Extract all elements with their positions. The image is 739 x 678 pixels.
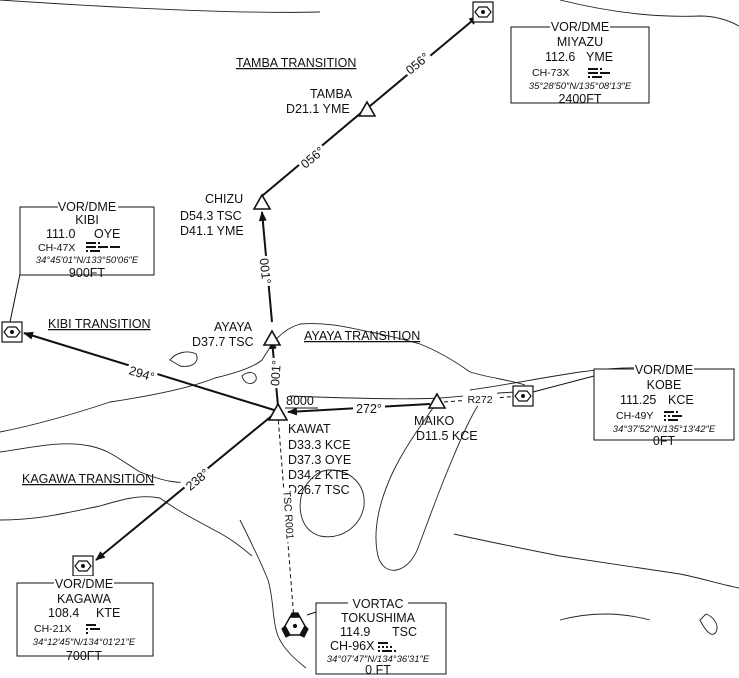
morse-code-icon (86, 242, 120, 252)
fix-kawat-altitude: 8000 (286, 394, 314, 408)
kagawa-name: KAGAWA (57, 592, 112, 606)
navaid-box-kibi: VOR/DME KIBI 111.0 OYE CH-47X 34°45′01″N… (19, 200, 155, 280)
kobe-elevation: 0FT (653, 434, 676, 448)
tamba-transition-title: TAMBA TRANSITION (236, 56, 356, 70)
kagawa-ident: KTE (96, 606, 120, 620)
kibi-transition-title: KIBI TRANSITION (48, 317, 151, 331)
leader-kobe (532, 375, 595, 393)
fix-ayaya-triangle (262, 329, 282, 346)
vor-dme-miyazu-icon (472, 1, 494, 23)
kagawa-channel: CH-21X (34, 623, 71, 635)
tokushima-channel: CH-96X (330, 639, 375, 653)
fix-kawat-dist-1: D33.3 KCE (288, 438, 351, 452)
navaid-box-tokushima: VORTAC TOKUSHIMA 114.9 TSC CH-96X 34°07′… (315, 596, 447, 677)
kibi-ident: OYE (94, 227, 120, 241)
fix-maiko-triangle (427, 392, 447, 409)
vor-dme-kibi-icon (1, 321, 23, 343)
miyazu-freq: 112.6 (545, 50, 575, 64)
miyazu-name: MIYAZU (557, 35, 603, 49)
tokushima-freq: 114.9 (340, 625, 370, 639)
fix-maiko-name: MAIKO (414, 414, 455, 428)
morse-code-icon (664, 411, 682, 421)
fix-ayaya-dist-1: D37.7 TSC (192, 335, 254, 349)
fix-tamba-dist-1: D21.1 YME (286, 102, 350, 116)
kagawa-coords: 34°12′45″N/134°01′21″E (33, 637, 136, 648)
kagawa-transition-title: KAGAWA TRANSITION (22, 472, 154, 486)
radial-tokushima (277, 415, 295, 621)
fix-kawat-dist-2: D37.3 OYE (288, 453, 351, 467)
fix-kawat-dist-4: D26.7 TSC (288, 483, 350, 497)
fix-chizu-dist-2: D41.1 YME (180, 224, 244, 238)
fix-kawat-name: KAWAT (288, 422, 331, 436)
kibi-freq: 111.0 (46, 227, 75, 241)
tokushima-coords: 34°07′47″N/134°36′31″E (327, 654, 430, 665)
course-kawat-ayaya: 001° (268, 360, 284, 387)
miyazu-elevation: 2400FT (558, 92, 601, 106)
vor-dme-kagawa-icon (72, 555, 94, 577)
morse-code-icon (378, 642, 396, 652)
fix-tamba-triangle (357, 100, 377, 117)
course-kawat-kibi: 294° (127, 363, 156, 384)
kobe-coords: 34°37′52″N/135°13′42″E (613, 424, 716, 435)
kibi-channel: CH-47X (38, 242, 75, 254)
fix-tamba-name: TAMBA (310, 87, 353, 101)
miyazu-type: VOR/DME (551, 20, 609, 34)
radial-tokushima-label: TSC R001 (280, 490, 295, 540)
navaid-symbols (1, 1, 534, 638)
kibi-coords: 34°45′01″N/133°50′06″E (36, 255, 139, 266)
tokushima-name: TOKUSHIMA (341, 611, 416, 625)
kibi-name: KIBI (75, 213, 99, 227)
navaid-box-miyazu: VOR/DME MIYAZU 112.6 YME CH-73X 35°28′50… (510, 20, 650, 106)
tokushima-ident: TSC (392, 625, 417, 639)
course-maiko-kawat: 272° (356, 402, 382, 416)
kobe-channel: CH-49Y (616, 410, 653, 422)
miyazu-ident: YME (586, 50, 613, 64)
fix-ayaya-name: AYAYA (214, 320, 253, 334)
kagawa-elevation: 700FT (66, 649, 102, 663)
fix-maiko-dist-1: D11.5 KCE (416, 429, 478, 443)
fix-kawat-dist-3: D34.2 KTE (288, 468, 349, 482)
kibi-elevation: 900FT (69, 266, 105, 280)
radial-kobe-label: R272 (467, 394, 492, 406)
fix-chizu-dist-1: D54.3 TSC (180, 209, 242, 223)
ayaya-transition-title: AYAYA TRANSITION (304, 329, 420, 343)
kagawa-freq: 108.4 (48, 606, 79, 620)
tokushima-type: VORTAC (353, 597, 404, 611)
morse-code-icon (86, 624, 100, 634)
course-ayaya-chizu: 001° (257, 258, 274, 285)
kagawa-type: VOR/DME (55, 577, 113, 591)
kibi-type: VOR/DME (58, 200, 116, 214)
kobe-name: KOBE (647, 378, 682, 392)
miyazu-channel: CH-73X (532, 67, 569, 79)
fix-chizu-triangle (252, 193, 272, 210)
tokushima-elevation: 0 FT (365, 663, 391, 677)
morse-code-icon (588, 68, 610, 78)
fix-symbols (252, 100, 447, 421)
kobe-freq: 111.25 (620, 393, 656, 407)
vortac-tokushima-icon (281, 612, 309, 638)
fix-chizu-name: CHIZU (205, 192, 243, 206)
fix-kawat-triangle (267, 402, 289, 421)
navaid-box-kagawa: VOR/DME KAGAWA 108.4 KTE CH-21X 34°12′45… (16, 576, 154, 663)
kobe-type: VOR/DME (635, 363, 693, 377)
navaid-box-kobe: VOR/DME KOBE 111.25 KCE CH-49Y 34°37′52″… (593, 362, 735, 448)
leader-tokushima (306, 611, 317, 616)
vor-dme-kobe-icon (512, 385, 534, 407)
kobe-ident: KCE (668, 393, 694, 407)
miyazu-coords: 35°28′50″N/135°08′13″E (529, 81, 632, 92)
